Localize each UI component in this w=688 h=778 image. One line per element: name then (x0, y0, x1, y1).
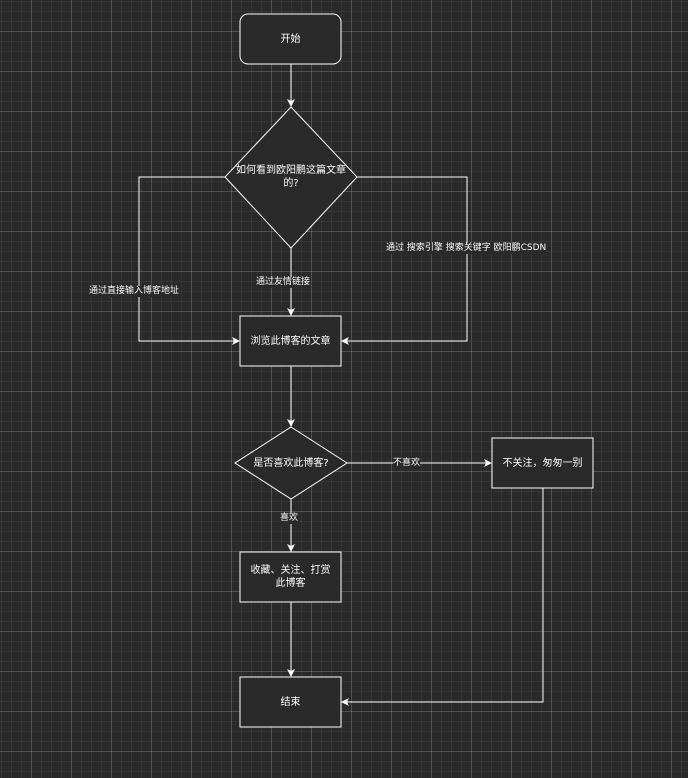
end-node[interactable] (239, 676, 342, 728)
not-follow-node[interactable] (491, 437, 594, 489)
browse-label: 浏览此博客的文章 (250, 335, 331, 347)
save-follow-node[interactable] (239, 551, 342, 603)
edge-label-like: 喜欢 (280, 513, 299, 524)
end-label: 结束 (280, 696, 301, 708)
question-how-label: 如何看到欧阳鹏这篇文章的? (236, 165, 346, 189)
not-follow-label: 不关注，匆匆一别 (502, 457, 583, 469)
edge-label-search-engine: 通过 搜索引擎 搜索关键字 欧阳鹏CSDN (386, 243, 547, 254)
edge-label-friend-link: 通过友情链接 (256, 277, 311, 288)
edge-label-direct-input: 通过直接输入博客地址 (89, 286, 180, 297)
browse-node[interactable] (239, 315, 342, 367)
question-like-label: 是否喜欢此博客? (253, 457, 329, 469)
edge-not-follow-to-end (341, 488, 544, 706)
save-follow-label: 收藏、关注、打赏此博客 (250, 565, 331, 589)
edge-search-engine (341, 176, 468, 345)
start-label: 开始 (280, 33, 301, 45)
edge-direct-input (138, 176, 240, 345)
edge-label-dislike: 不喜欢 (393, 458, 421, 469)
